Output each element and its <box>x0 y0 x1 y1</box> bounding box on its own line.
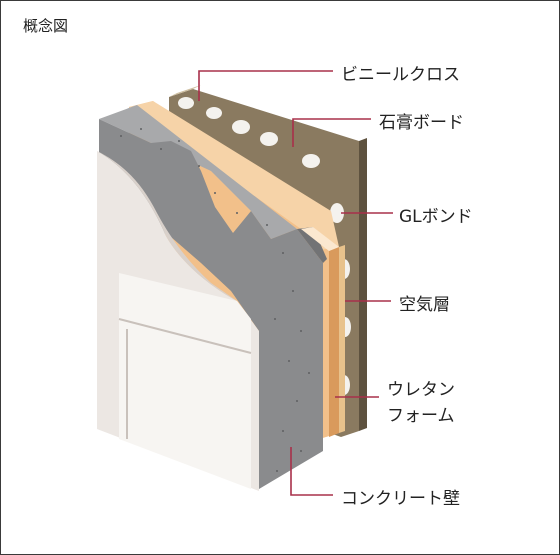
label-vinyl-cloth: ビニールクロス <box>341 65 460 85</box>
urethane-foam-top <box>129 101 339 251</box>
room-side-panel <box>119 273 251 489</box>
gl-bond-dab <box>206 107 222 119</box>
gl-bond-dab <box>260 132 278 146</box>
label-air-layer: 空気層 <box>399 295 450 315</box>
leader-lines <box>198 70 393 496</box>
label-concrete-wall: コンクリート壁 <box>341 489 460 509</box>
concrete-wall-top <box>99 105 297 239</box>
gl-bond-dab <box>330 203 344 223</box>
gypsum-board-top-edge <box>169 85 201 97</box>
label-urethane-foam-line2: フォーム <box>387 406 455 426</box>
air-gap-strip <box>339 245 345 433</box>
leader-vinyl-cloth <box>198 70 333 101</box>
leader-gypsum-board <box>292 118 371 147</box>
gypsum-board-side <box>359 138 367 431</box>
label-urethane-foam-line1: ウレタン <box>387 380 455 400</box>
gl-bond-dab <box>302 154 320 168</box>
urethane-foam-edge <box>329 247 339 437</box>
room-side-panel-line <box>118 318 252 354</box>
label-gypsum-board: 石膏ボード <box>379 113 464 133</box>
diagram-title: 概念図 <box>23 17 69 35</box>
label-gl-bond: GLボンド <box>399 207 473 227</box>
gl-bond-dab <box>178 97 194 109</box>
concrete-texture <box>120 128 310 472</box>
leader-concrete-wall <box>290 447 333 496</box>
concrete-wall-edge <box>297 227 327 263</box>
gl-bond-dab <box>232 120 250 134</box>
vinyl-cloth-face <box>301 227 339 251</box>
